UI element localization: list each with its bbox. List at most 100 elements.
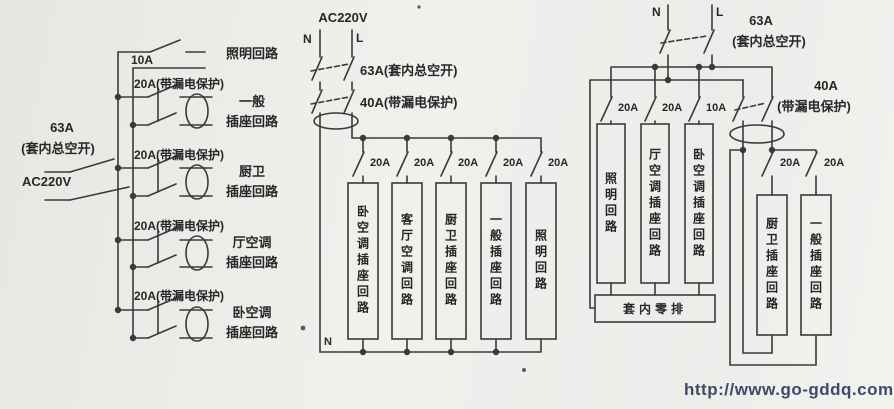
branch-rating: 20A(带漏电保护) [134,289,225,303]
junction-dot [403,348,411,356]
left-supply-label: AC220V [22,174,72,189]
junction-dot [739,146,747,154]
circuit-box [684,123,714,284]
scan-speck [300,325,306,331]
junction-dot [129,121,137,129]
junction-dot [492,348,500,356]
neutral-label: N [652,5,661,19]
rcd-toroid-icon [185,164,209,200]
circuit-name: 卧空调插座回路 [212,303,292,343]
right-diagram [589,4,832,366]
middle-rcd-label: 40A(带漏电保护) [360,95,458,110]
rcd-toroid-icon [313,112,359,130]
circuit-box [596,123,626,284]
junction-dot [114,306,122,314]
middle-junction-dots [359,134,500,356]
middle-wires [319,29,542,353]
junction-dot [359,134,367,142]
branch-rating: 20A [503,157,524,169]
junction-dot [403,134,411,142]
circuit-box [391,182,423,340]
junction-dot [359,348,367,356]
rcd-toroid-icon [729,124,785,144]
branch-rating: 10A [131,53,154,67]
circuit-box-label: 照明回路 [603,171,618,236]
neutral-bar-label: 套内零排 [622,302,687,316]
junction-dot [768,146,776,154]
scan-speck [417,5,421,9]
circuit-name-line1: 卧空调 [232,305,272,320]
circuit-box [800,194,832,336]
left-diagram [44,39,213,342]
circuit-box [525,182,557,340]
circuit-box-label: 厨卫插座回路 [443,213,458,309]
circuit-box-label: 厨卫插座回路 [764,217,779,313]
circuit-name-line1: 厅空调 [232,235,272,250]
middle-main-breaker-label: 63A(套内总空开) [360,63,458,78]
junction-dot [129,263,137,271]
right-main-breaker-rating: 63A [749,13,773,28]
junction-dot [447,134,455,142]
breaker-tie-dashed [660,35,767,111]
left-main-breaker-note: (套内总空开) [21,141,95,156]
circuit-name-line2: 插座回路 [225,325,278,340]
left-breaker-blades [69,39,181,339]
junction-dot [651,63,659,71]
branch-rating: 20A [824,157,845,169]
junction-dot [129,192,137,200]
branch-rating: 20A [370,157,391,169]
right-wires [589,4,817,366]
left-wires [44,51,213,339]
circuit-box-label: 卧空调插座回路 [355,205,370,317]
circuit-name: 厅空调插座回路 [212,233,292,273]
rcd-toroid-icon [185,93,209,129]
circuit-name: 厨卫插座回路 [212,162,292,202]
watermark-url: http://www.go-gddq.com [684,380,894,399]
live-label: L [716,5,724,19]
live-label: L [356,31,364,45]
middle-supply-label: AC220V [318,10,368,25]
circuit-box-label: 照明回路 [533,229,548,293]
right-junction-dots [651,63,776,154]
right-rcd-note: (带漏电保护) [777,99,851,114]
breaker-tie-dashed [310,63,350,105]
right-rcd-rating: 40A [814,78,838,93]
junction-dot [114,93,122,101]
scan-specks [300,5,526,372]
circuit-box-label: 客厅空调回路 [399,213,414,309]
middle-breaker-blades [311,56,543,177]
rcd-toroid-icon [185,306,209,342]
junction-dot [708,63,716,71]
rcd-toroid-icon [185,235,209,271]
junction-dot [114,164,122,172]
branch-rating: 10A [706,102,727,114]
circuit-name: 照明回路 [212,44,292,64]
scan-speck [522,368,526,372]
circuit-box-label: 一般插座回路 [488,213,503,309]
circuit-name-line1: 照明回路 [225,46,278,61]
circuit-box [640,123,670,284]
middle-diagram [310,29,557,356]
circuit-name-line2: 插座回路 [225,255,278,270]
circuit-box [756,194,788,336]
neutral-label: N [303,32,312,46]
branch-rating: 20A [780,157,801,169]
branch-rating: 20A(带漏电保护) [134,77,225,91]
branch-rating: 20A [548,157,569,169]
right-main-breaker-note: (套内总空开) [732,34,806,49]
circuit-name-line2: 插座回路 [225,114,278,129]
circuit-box-label: 卧空调插座回路 [691,147,706,260]
branch-rating: 20A [458,157,479,169]
circuit-box-label: 一般插座回路 [808,217,823,313]
branch-rating: 20A [662,102,683,114]
branch-rating: 20A [618,102,639,114]
branch-rating: 20A [414,157,435,169]
left-junction-dots [114,93,137,342]
circuit-name-line1: 一般 [238,94,265,109]
junction-dot [664,76,672,84]
junction-dot [114,236,122,244]
circuit-box [480,182,512,340]
neutral-bar-box [594,294,716,323]
